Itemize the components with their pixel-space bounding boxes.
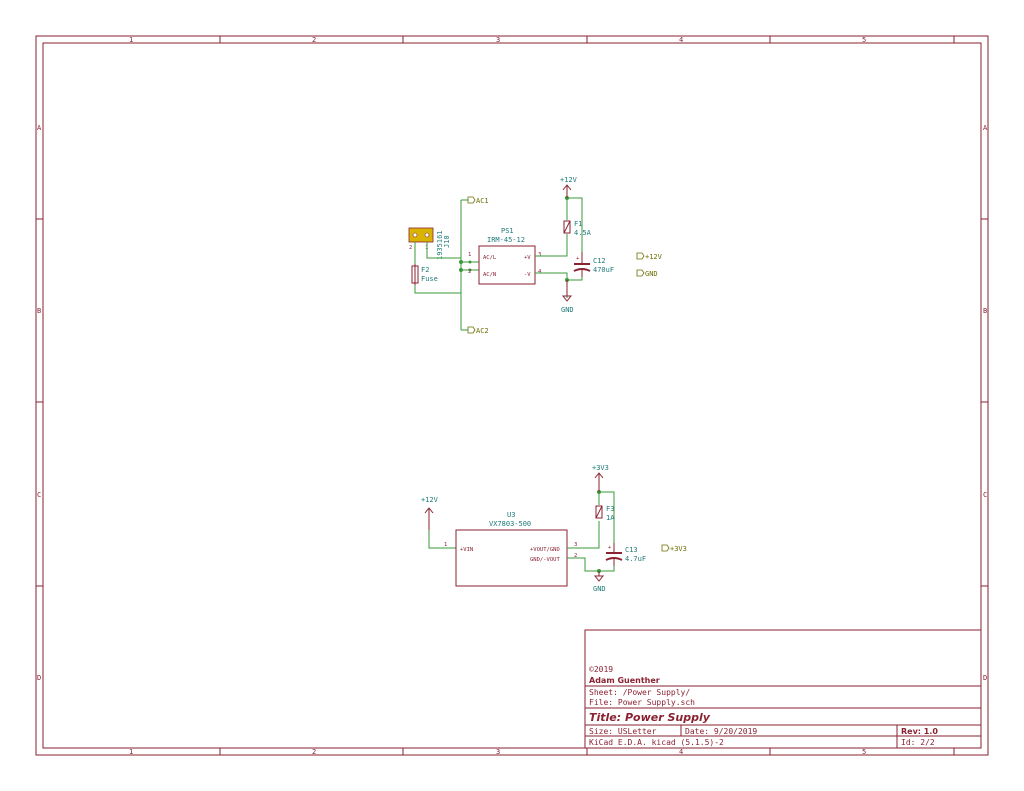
- ps1-pin-number-4: 4: [538, 269, 542, 275]
- row-ticks: [36, 218, 988, 587]
- global-label-12v: +12V: [645, 253, 663, 261]
- col-label-2: 2: [312, 36, 316, 44]
- j10-part-number: 1935161: [436, 230, 444, 260]
- capacitor-c13[interactable]: [603, 547, 625, 563]
- fuse-f3[interactable]: [595, 505, 603, 519]
- ac-input-circuit: 2 1 1935161 J10 F2 Fuse AC1 AC2 PS1 IRM-…: [408, 176, 663, 335]
- c13-value: 4.7uF: [625, 555, 646, 563]
- date: Date: 9/20/2019: [685, 727, 757, 736]
- col-label-4-bottom: 4: [679, 748, 683, 756]
- f3-value: 1A: [606, 514, 615, 522]
- power-supply-ps1[interactable]: [478, 245, 536, 285]
- net-label-ac2: AC2: [476, 327, 489, 335]
- row-label-a: A: [37, 124, 42, 132]
- gnd-symbol-lower: GND: [593, 585, 606, 593]
- f1-reference: F1: [574, 220, 582, 228]
- revision: Rev: 1.0: [901, 727, 938, 736]
- c12-polarity: +: [576, 256, 580, 262]
- row-label-d: D: [37, 674, 41, 682]
- power-3v3: +3V3: [592, 464, 609, 472]
- u3-pin-vin: +VIN: [460, 547, 473, 553]
- row-label-b-right: B: [983, 307, 987, 315]
- regulator-circuit: +12V U3 VX7803-500 +VIN +VOUT/GND GND/-V…: [421, 464, 687, 593]
- j10-pin2-number: 2: [409, 245, 412, 251]
- column-ticks: [219, 36, 955, 755]
- ps1-pin-vm: -V: [524, 272, 531, 278]
- power-12v-top: +12V: [560, 176, 578, 184]
- u3-pin-number-1: 1: [444, 542, 447, 548]
- col-label-3-bottom: 3: [496, 748, 500, 756]
- title-block: ©2019 Adam Guenther Sheet: /Power Supply…: [584, 629, 982, 749]
- row-label-d-right: D: [983, 674, 987, 682]
- col-label-1-bottom: 1: [129, 748, 133, 756]
- c13-reference: C13: [625, 546, 638, 554]
- gnd-symbol-upper: GND: [561, 306, 574, 314]
- j10-reference: J10: [443, 235, 451, 248]
- global-label-gnd: GND: [645, 270, 658, 278]
- col-label-4: 4: [679, 36, 683, 44]
- ps1-pin-acl: AC/L: [483, 255, 497, 261]
- ps1-pin-acn: AC/N: [483, 272, 496, 278]
- col-label-5: 5: [862, 36, 866, 44]
- c13-polarity: +: [608, 545, 612, 551]
- ps1-pin-number-1: 1: [468, 252, 471, 258]
- net-label-ac1: AC1: [476, 197, 489, 205]
- file-name: File: Power Supply.sch: [589, 698, 695, 707]
- paper-size: Size: USLetter: [589, 727, 657, 736]
- c12-value: 470uF: [593, 266, 614, 274]
- capacitor-c12[interactable]: [571, 258, 593, 274]
- col-label-1: 1: [129, 36, 133, 44]
- u3-pin-number-3: 3: [574, 542, 577, 548]
- sheet-name: Sheet: /Power Supply/: [589, 688, 690, 697]
- sheet-title: Title: Power Supply: [589, 711, 711, 724]
- tool-version: KiCad E.D.A. kicad (5.1.5)-2: [589, 738, 724, 747]
- connector-j10[interactable]: [408, 227, 434, 243]
- ps1-pin-number-3: 3: [538, 252, 541, 258]
- col-label-5-bottom: 5: [862, 748, 866, 756]
- f2-value: Fuse: [421, 275, 438, 283]
- power-12v-lower: +12V: [421, 496, 439, 504]
- row-label-a-right: A: [983, 124, 988, 132]
- col-label-3: 3: [496, 36, 500, 44]
- connector-pin-1: [424, 232, 430, 238]
- u3-value: VX7803-500: [489, 520, 531, 528]
- sheet-id: Id: 2/2: [901, 738, 935, 747]
- ps1-value: IRM-45-12: [487, 236, 525, 244]
- c12-reference: C12: [593, 257, 606, 265]
- author: Adam Guenther: [589, 676, 660, 685]
- u3-pin-number-2: 2: [574, 553, 577, 559]
- row-label-b: B: [37, 307, 41, 315]
- col-label-2-bottom: 2: [312, 748, 316, 756]
- row-label-c-right: C: [983, 491, 987, 499]
- fuse-f1[interactable]: [563, 220, 571, 234]
- ps1-pin-vp: +V: [524, 255, 531, 261]
- copyright: ©2019: [589, 665, 613, 674]
- inner-frame: [42, 42, 982, 749]
- connector-pin-2: [412, 232, 418, 238]
- global-label-3v3: +3V3: [670, 545, 687, 553]
- f3-reference: F3: [606, 505, 614, 513]
- u3-reference: U3: [507, 511, 515, 519]
- ps1-reference: PS1: [501, 227, 514, 235]
- f2-reference: F2: [421, 266, 429, 274]
- row-label-c: C: [37, 491, 41, 499]
- u3-pin-vout: +VOUT/GND: [530, 547, 560, 553]
- u3-pin-gnd: GND/-VOUT: [530, 557, 560, 563]
- f1-value: 4.5A: [574, 229, 592, 237]
- ps1-pin-number-2: 2: [468, 269, 471, 275]
- outer-frame: [35, 35, 989, 756]
